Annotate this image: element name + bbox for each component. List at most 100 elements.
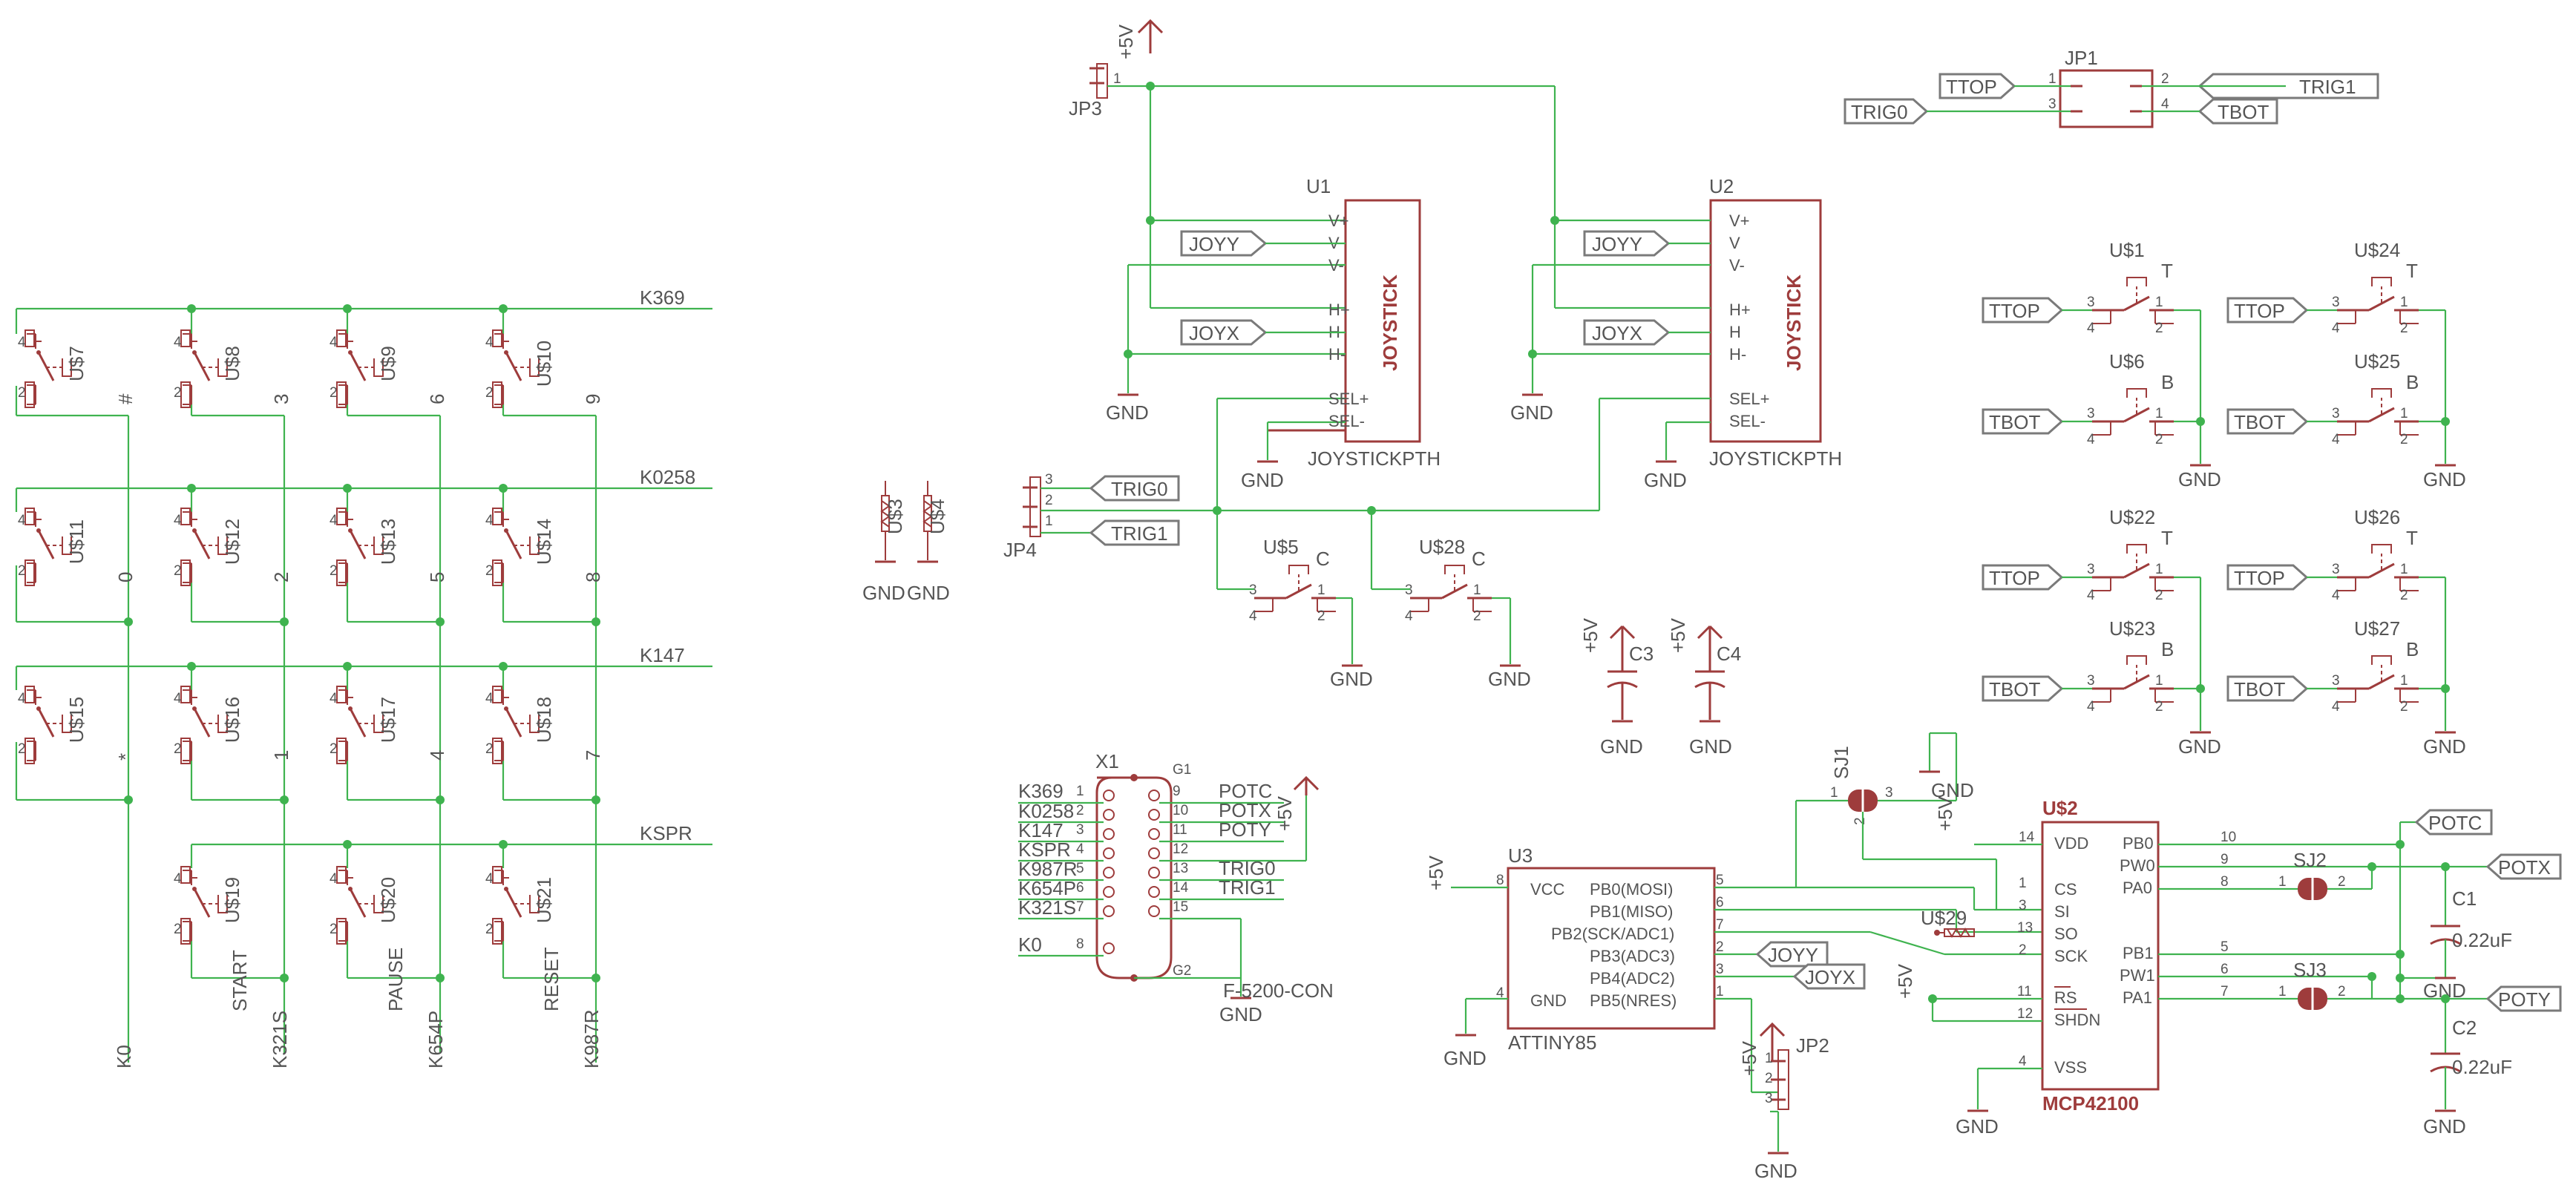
svg-text:3: 3: [2048, 96, 2056, 112]
net-label-tbot: [2226, 675, 2309, 702]
svg-text:TBOT: TBOT: [2218, 101, 2269, 123]
net-label-tbot: [1982, 408, 2064, 435]
net-label-trig0: [1843, 98, 1929, 125]
svg-text:TTOP: TTOP: [2234, 567, 2285, 589]
svg-text:POTX: POTX: [2498, 856, 2551, 879]
svg-text:U$2: U$2: [2042, 797, 2078, 819]
mcp-body[interactable]: [2041, 821, 2160, 1091]
svg-text:JOYY: JOYY: [1768, 944, 1818, 966]
key-switch[interactable]: 4 2 U$16 1: [174, 685, 292, 765]
key-switch[interactable]: 4 2 U$9 6: [330, 329, 448, 409]
svg-text:U$8: U$8: [221, 346, 243, 381]
key-switch[interactable]: 4 2 U$18 7: [485, 685, 604, 765]
svg-text:TTOP: TTOP: [1989, 300, 2040, 322]
svg-text:1: 1: [2019, 876, 2027, 891]
svg-text:9: 9: [582, 394, 604, 404]
svg-text:U$12: U$12: [221, 519, 243, 565]
svg-text:4: 4: [1496, 985, 1504, 1001]
joystick-u2-body[interactable]: [1709, 199, 1822, 443]
gnd-label: GND: [1510, 401, 1553, 424]
key-switch[interactable]: 4 2 U$14 8: [485, 507, 604, 587]
svg-text:U$11: U$11: [65, 519, 88, 564]
trigger-switch[interactable]: 3 4 1 2 U$24 T: [2332, 239, 2420, 336]
svg-text:1: 1: [2048, 71, 2056, 87]
svg-text:U$20: U$20: [377, 877, 399, 923]
vcc-label: +5V: [1115, 24, 1137, 59]
svg-text:1: 1: [1076, 784, 1084, 799]
net-label-ttop: [2226, 564, 2309, 591]
joystick-u1-value: JOYSTICKPTH: [1308, 447, 1441, 470]
svg-text:V-: V-: [1729, 256, 1745, 275]
svg-text:U$16: U$16: [221, 697, 243, 743]
svg-text:U$28: U$28: [1419, 536, 1465, 558]
c-switch[interactable]: 3 4 1 2 U$28 C: [1405, 536, 1493, 624]
svg-text:5: 5: [1076, 861, 1084, 876]
svg-text:1: 1: [2155, 673, 2163, 689]
joystick-u2-value: JOYSTICKPTH: [1709, 447, 1842, 470]
svg-text:PB1: PB1: [2123, 944, 2154, 962]
trigger-switch[interactable]: 3 4 1 2 U$6 B: [2087, 350, 2175, 447]
svg-text:4: 4: [2332, 588, 2340, 603]
sj1-section: SJ1 1 3 2 GND U$29: [1795, 732, 1998, 938]
key-switch[interactable]: 4 2 U$17 4: [330, 685, 448, 765]
gnd-label: GND: [1644, 469, 1687, 491]
svg-text:4: 4: [1076, 841, 1084, 857]
key-switch[interactable]: 4 2 U$19 START: [174, 865, 251, 1011]
svg-text:U$24: U$24: [2354, 239, 2400, 261]
c-switch[interactable]: 3 4 1 2 U$5 C: [1249, 536, 1337, 624]
key-switch[interactable]: 4 2 U$8 3: [174, 329, 292, 409]
svg-text:U$23: U$23: [2109, 617, 2155, 640]
jp3-header[interactable]: [1096, 63, 1108, 99]
svg-text:2: 2: [270, 572, 292, 582]
trigger-switch[interactable]: 3 4 1 2 U$23 B: [2087, 617, 2175, 715]
svg-text:+5V: +5V: [1274, 795, 1296, 831]
svg-text:VDD: VDD: [2054, 834, 2088, 853]
net-label-trig0: [1089, 475, 1180, 502]
jp1-header[interactable]: [2059, 69, 2154, 128]
svg-text:SJ3: SJ3: [2293, 959, 2327, 981]
svg-text:2: 2: [2400, 432, 2408, 447]
trigger-switch[interactable]: 3 4 1 2 U$26 T: [2332, 506, 2420, 603]
trigger-switches: TTOP 3 4 1 2 U$1 T TBOT 3 4 1 2 U$6 B GN…: [1982, 239, 2466, 758]
svg-text:POTC: POTC: [2428, 812, 2482, 834]
attiny85: U3 ATTINY85 VCC GND 8 4 PB0(MOSI) PB1(MI…: [1425, 844, 2042, 1094]
key-switch[interactable]: 4 2 U$11 0: [18, 507, 137, 587]
svg-text:SEL-: SEL-: [1328, 412, 1365, 430]
svg-text:0.22uF: 0.22uF: [2452, 929, 2512, 951]
svg-text:GND: GND: [907, 582, 950, 604]
svg-text:4: 4: [330, 513, 338, 528]
svg-text:SEL+: SEL+: [1729, 390, 1769, 408]
svg-text:1: 1: [2400, 295, 2408, 310]
key-switch[interactable]: 4 2 U$21 RESET: [485, 865, 563, 1011]
svg-text:2: 2: [1317, 608, 1325, 624]
svg-text:4: 4: [426, 750, 448, 761]
key-switch[interactable]: 4 2 U$13 5: [330, 507, 448, 587]
key-switch[interactable]: 4 2 U$20 PAUSE: [330, 865, 407, 1011]
trigger-switch[interactable]: 3 4 1 2 U$1 T: [2087, 239, 2175, 336]
svg-text:11: 11: [2017, 984, 2032, 999]
svg-text:8: 8: [1076, 936, 1084, 952]
svg-text:8: 8: [2221, 874, 2229, 890]
svg-text:2: 2: [2338, 874, 2346, 890]
gnd-label: GND: [1330, 668, 1373, 690]
attiny-body[interactable]: [1507, 867, 1716, 1030]
key-switch[interactable]: 4 2 U$10 9: [485, 329, 604, 409]
trigger-switch[interactable]: 3 4 1 2 U$22 T: [2087, 506, 2175, 603]
svg-text:TTOP: TTOP: [1989, 567, 2040, 589]
trigger-switch[interactable]: 3 4 1 2 U$27 B: [2332, 617, 2420, 715]
key-switch[interactable]: 4 2 U$15 *: [18, 685, 137, 765]
trigger-switch[interactable]: 3 4 1 2 U$25 B: [2332, 350, 2420, 447]
svg-text:U$6: U$6: [2109, 350, 2145, 372]
joystick-u1-body[interactable]: [1344, 199, 1421, 443]
net-label-tbot: [2226, 408, 2309, 435]
svg-text:C: C: [1316, 548, 1330, 570]
row-label-k147: K147: [640, 644, 685, 666]
svg-text:2: 2: [485, 385, 494, 401]
key-switch[interactable]: 4 2 U$12 2: [174, 507, 292, 587]
svg-text:2: 2: [485, 922, 494, 937]
svg-text:ATTINY85: ATTINY85: [1508, 1031, 1596, 1054]
key-switch[interactable]: 4 2 U$7 #: [18, 329, 137, 409]
capacitor-c3: +5V C3 GND: [1579, 617, 1654, 758]
svg-text:JOYX: JOYX: [1189, 322, 1239, 344]
svg-text:2: 2: [485, 563, 494, 579]
